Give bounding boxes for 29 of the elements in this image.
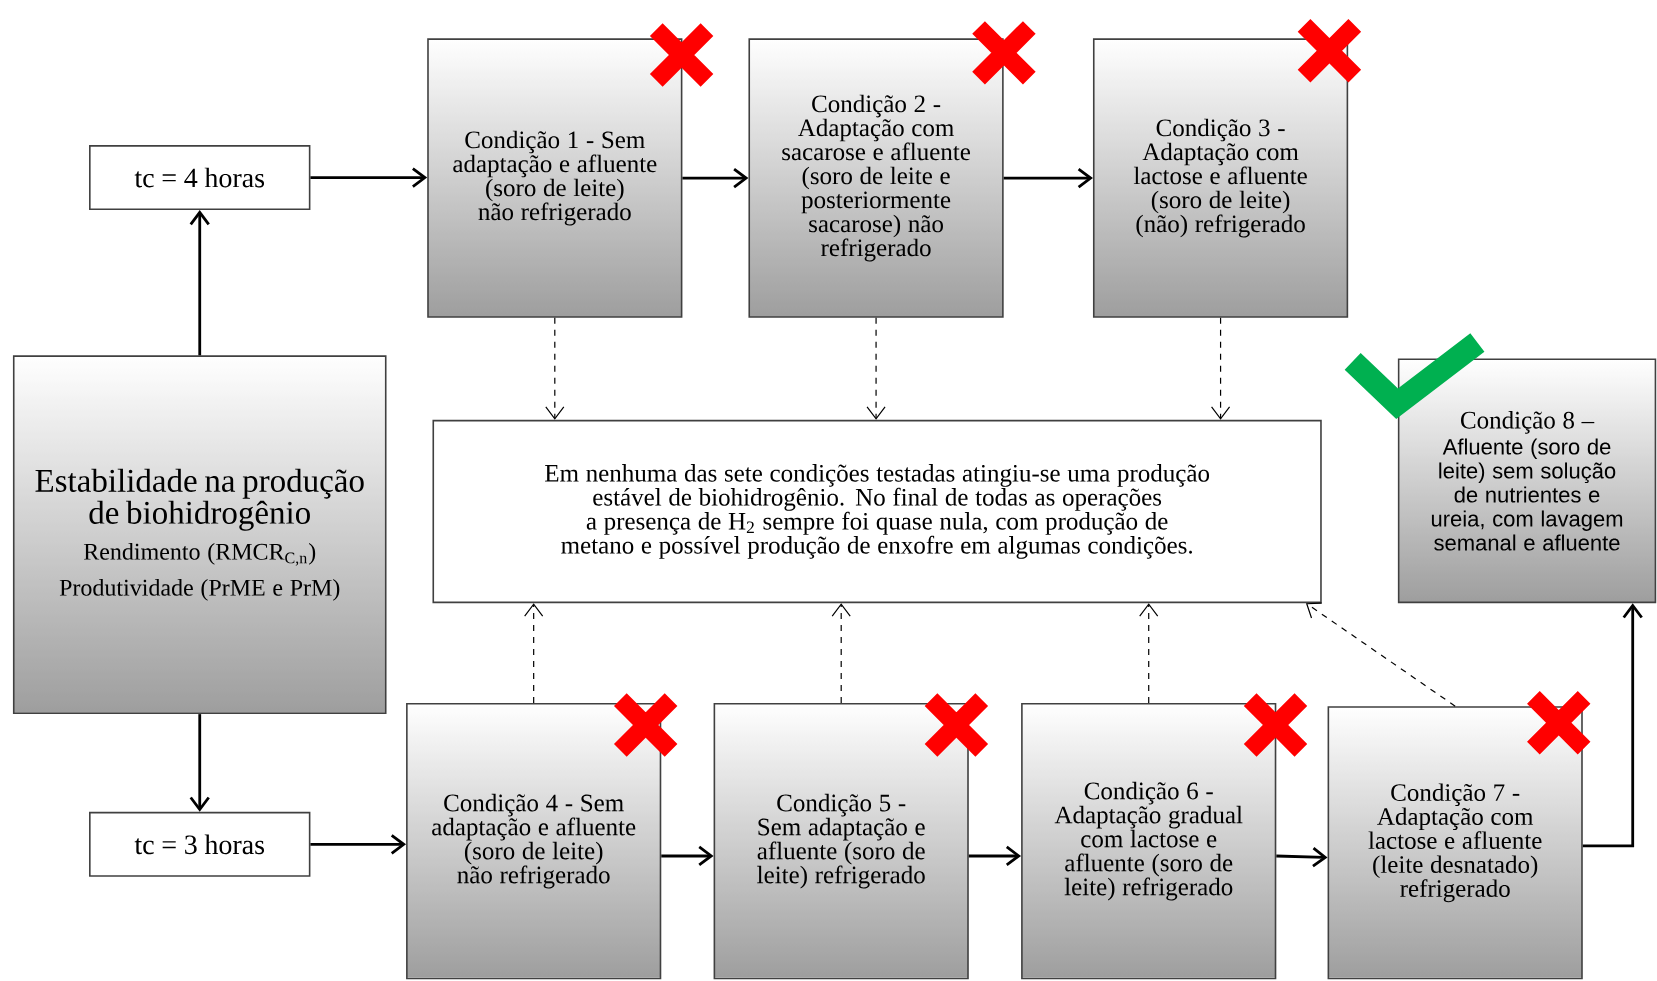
condition-box: Condição 5 - Sem adaptação e afluente (soro de leite) refrigerado — [713, 703, 969, 980]
arrow — [661, 846, 714, 867]
condition-box: Condição 3 - Adaptação com lactose e afluente (soro de leite) (não) refrigerado — [1092, 38, 1349, 318]
arrow — [968, 846, 1022, 867]
condition-box: Condição 4 - Sem adaptação e afluente (soro de leite) não refrigerado — [406, 703, 662, 980]
arrow — [524, 603, 544, 704]
arrow — [189, 210, 210, 356]
arrow — [545, 317, 565, 420]
arrow — [1582, 603, 1643, 848]
arrow — [189, 714, 210, 813]
arrow — [682, 168, 749, 189]
arrow — [1276, 847, 1328, 868]
arrow — [1305, 602, 1456, 707]
arrow — [1139, 603, 1159, 704]
result-box: Estabilidade na produção de biohidrogênio Rendimento (RMCR$_{C,n}$) Produtividade (PrME e PrM) — [12, 355, 387, 715]
arrow — [1210, 317, 1231, 420]
conclusion-box: Em nenhuma das sete condições testadas atingiu-se uma produção estável de biohidrogênio. No final de todas as operações a presença de H$_{2}$ sempre foi quase nula, com produção de metano e possível produção de enxofre em algumas condições. — [432, 419, 1322, 604]
condition-box: Condição 6 - Adaptação gradual com lactose e afluente (soro de leite) refrigerado — [1021, 703, 1277, 980]
arrow — [310, 834, 407, 855]
condition-box: Condição 7 - Adaptação com lactose e afluente (leite desnatado) refrigerado — [1327, 706, 1583, 980]
parameter-box: tc = 4 horas — [89, 145, 311, 211]
arrow — [1003, 168, 1093, 189]
condition-box: Condição 1 - Sem adaptação e afluente (soro de leite) não refrigerado — [427, 38, 683, 318]
condition-box: Condição 8 – Afluente (soro de leite) sem solução de nutrientes e ureia, com lavagem semanal e afluente — [1397, 358, 1657, 604]
arrow — [310, 167, 428, 188]
condition-box: Condição 2 - Adaptação com sacarose e afluente (soro de leite e posteriormente sacarose) não refrigerado — [748, 38, 1004, 318]
arrow — [866, 317, 886, 420]
parameter-box: tc = 3 horas — [89, 812, 311, 877]
arrow — [831, 603, 851, 704]
